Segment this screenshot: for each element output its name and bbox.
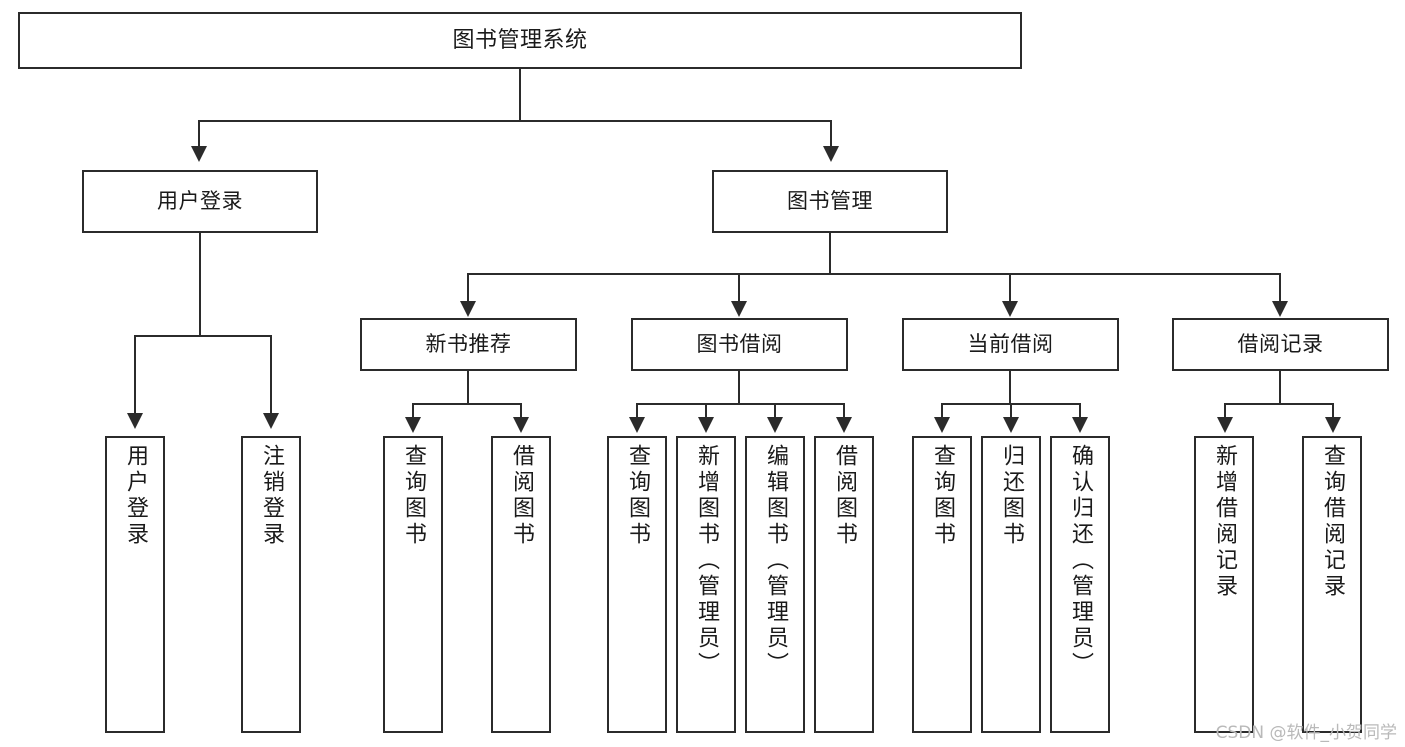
node-borrow-record[interactable]: 借阅记录	[1172, 318, 1389, 371]
edge-new-book-to-leaf-2	[520, 403, 522, 419]
node-label: 图书借阅	[696, 332, 783, 357]
leaf-borrow-book-recommend[interactable]: 借阅图书	[491, 436, 551, 733]
leaf-query-book-recommend[interactable]: 查询图书	[383, 436, 443, 733]
edge-book-management-to-current-borrow	[1009, 273, 1011, 303]
leaf-borrow-book[interactable]: 借阅图书	[814, 436, 874, 733]
edge-book-management-to-book-borrow	[738, 273, 740, 303]
edge-borrow-record-to-leaf-1	[1224, 403, 1226, 419]
leaf-edit-book-admin[interactable]: 编辑图书（管理员）	[745, 436, 805, 733]
node-book-management[interactable]: 图书管理	[712, 170, 948, 233]
node-label: 编辑图书（管理员）	[763, 444, 788, 678]
leaf-add-book-admin[interactable]: 新增图书（管理员）	[676, 436, 736, 733]
edge-book-management-to-borrow-record	[1279, 273, 1281, 303]
leaf-logout[interactable]: 注销登录	[241, 436, 301, 733]
edge-current-borrow-to-leaf-2	[1010, 403, 1012, 419]
edge-current-borrow-to-leaf-3	[1079, 403, 1081, 419]
arrow-new-book-to-leaf-2	[513, 417, 529, 433]
edge-root-stem	[519, 69, 521, 121]
edge-book-management-distribution-bar	[467, 273, 1280, 275]
arrow-book-management-to-borrow-record	[1272, 301, 1288, 317]
arrow-user-login-to-leaf-2	[263, 413, 279, 429]
node-root-book-management-system[interactable]: 图书管理系统	[18, 12, 1022, 69]
node-label: 用户登录	[123, 444, 148, 548]
node-book-borrow[interactable]: 图书借阅	[631, 318, 848, 371]
node-label: 归还图书	[999, 444, 1024, 548]
edge-user-login-distribution-bar	[134, 335, 272, 337]
edge-book-management-to-new-book	[467, 273, 469, 303]
arrow-current-borrow-to-leaf-3	[1072, 417, 1088, 433]
edge-book-borrow-distribution-bar	[636, 403, 844, 405]
leaf-user-login[interactable]: 用户登录	[105, 436, 165, 733]
node-label: 查询图书	[930, 444, 955, 548]
arrow-current-borrow-to-leaf-1	[934, 417, 950, 433]
leaf-query-book-current[interactable]: 查询图书	[912, 436, 972, 733]
edge-current-borrow-to-leaf-1	[941, 403, 943, 419]
node-label: 确认归还（管理员）	[1068, 444, 1093, 678]
node-new-book-recommend[interactable]: 新书推荐	[360, 318, 577, 371]
edge-root-to-user-login	[198, 120, 200, 148]
leaf-add-borrow-record[interactable]: 新增借阅记录	[1194, 436, 1254, 733]
edge-current-borrow-stem	[1009, 371, 1011, 404]
node-label: 借阅记录	[1237, 332, 1324, 357]
arrow-current-borrow-to-leaf-2	[1003, 417, 1019, 433]
node-label: 注销登录	[259, 444, 284, 548]
leaf-return-book[interactable]: 归还图书	[981, 436, 1041, 733]
arrow-book-management-to-book-borrow	[731, 301, 747, 317]
arrow-user-login-to-leaf-1	[127, 413, 143, 429]
edge-new-book-stem	[467, 371, 469, 404]
node-user-login[interactable]: 用户登录	[82, 170, 318, 233]
arrow-book-management-to-current-borrow	[1002, 301, 1018, 317]
node-label: 新增图书（管理员）	[694, 444, 719, 678]
node-label: 新书推荐	[425, 332, 512, 357]
edge-borrow-record-stem	[1279, 371, 1281, 404]
arrow-new-book-to-leaf-1	[405, 417, 421, 433]
arrow-root-to-user-login	[191, 146, 207, 162]
leaf-confirm-return-admin[interactable]: 确认归还（管理员）	[1050, 436, 1110, 733]
node-label: 图书管理系统	[452, 27, 588, 53]
edge-book-borrow-to-leaf-4	[843, 403, 845, 419]
arrow-book-management-to-new-book	[460, 301, 476, 317]
arrow-book-borrow-to-leaf-3	[767, 417, 783, 433]
node-label: 用户登录	[157, 189, 243, 214]
edge-borrow-record-to-leaf-2	[1332, 403, 1334, 419]
edge-new-book-distribution-bar	[412, 403, 522, 405]
node-label: 借阅图书	[509, 444, 534, 548]
edge-book-borrow-to-leaf-1	[636, 403, 638, 419]
edge-root-to-book-management	[830, 120, 832, 148]
node-label: 图书管理	[787, 189, 873, 214]
edge-borrow-record-distribution-bar	[1224, 403, 1334, 405]
leaf-query-borrow-record[interactable]: 查询借阅记录	[1302, 436, 1362, 733]
edge-user-login-stem	[199, 233, 201, 336]
node-label: 当前借阅	[967, 332, 1054, 357]
arrow-borrow-record-to-leaf-1	[1217, 417, 1233, 433]
edge-new-book-to-leaf-1	[412, 403, 414, 419]
leaf-query-book-borrow[interactable]: 查询图书	[607, 436, 667, 733]
node-current-borrow[interactable]: 当前借阅	[902, 318, 1119, 371]
arrow-borrow-record-to-leaf-2	[1325, 417, 1341, 433]
edge-root-distribution-bar	[198, 120, 832, 122]
node-label: 查询图书	[401, 444, 426, 548]
arrow-book-borrow-to-leaf-4	[836, 417, 852, 433]
edge-book-management-stem	[829, 233, 831, 274]
edge-user-login-to-leaf-2	[270, 335, 272, 415]
node-label: 查询借阅记录	[1320, 444, 1345, 600]
arrow-book-borrow-to-leaf-1	[629, 417, 645, 433]
edge-book-borrow-to-leaf-2	[705, 403, 707, 419]
edge-book-borrow-to-leaf-3	[774, 403, 776, 419]
node-label: 查询图书	[625, 444, 650, 548]
node-label: 借阅图书	[832, 444, 857, 548]
arrow-root-to-book-management	[823, 146, 839, 162]
edge-user-login-to-leaf-1	[134, 335, 136, 415]
edge-book-borrow-stem	[738, 371, 740, 404]
node-label: 新增借阅记录	[1212, 444, 1237, 600]
arrow-book-borrow-to-leaf-2	[698, 417, 714, 433]
